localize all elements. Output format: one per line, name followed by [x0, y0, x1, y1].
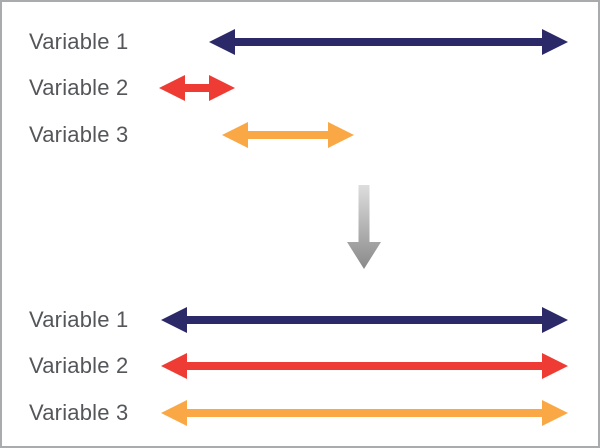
arrowhead-left-icon — [161, 307, 187, 333]
transform-down-arrow-icon — [347, 185, 381, 269]
variable-1-label-before: Variable 1 — [29, 29, 129, 54]
arrowhead-left-icon — [209, 29, 235, 55]
variable-1-label-after: Variable 1 — [29, 307, 129, 332]
range-arrow-variable-1-before — [209, 29, 568, 55]
range-arrow-variable-2-after — [161, 353, 568, 379]
arrowhead-right-icon — [542, 400, 568, 426]
range-arrow-variable-2-before — [159, 75, 235, 101]
arrowhead-right-icon — [542, 307, 568, 333]
arrowhead-left-icon — [222, 122, 248, 148]
arrow-shaft — [187, 409, 542, 417]
arrowhead-left-icon — [161, 400, 187, 426]
range-arrow-variable-3-before — [222, 122, 354, 148]
variable-3-label-before: Variable 3 — [29, 122, 129, 147]
arrow-shaft — [187, 362, 542, 370]
variable-2-label-after: Variable 2 — [29, 353, 129, 378]
range-arrow-variable-3-after — [161, 400, 568, 426]
arrowhead-left-icon — [161, 353, 187, 379]
variable-3-label-after: Variable 3 — [29, 400, 129, 425]
arrow-shaft — [187, 316, 542, 324]
variable-2-label-before: Variable 2 — [29, 75, 129, 100]
arrow-shaft — [185, 84, 209, 92]
range-arrow-variable-1-after — [161, 307, 568, 333]
arrowhead-left-icon — [159, 75, 185, 101]
arrow-shaft — [248, 131, 328, 139]
arrowhead-right-icon — [209, 75, 235, 101]
arrowhead-right-icon — [328, 122, 354, 148]
arrow-shaft — [235, 38, 542, 46]
arrowhead-right-icon — [542, 353, 568, 379]
arrowhead-right-icon — [542, 29, 568, 55]
